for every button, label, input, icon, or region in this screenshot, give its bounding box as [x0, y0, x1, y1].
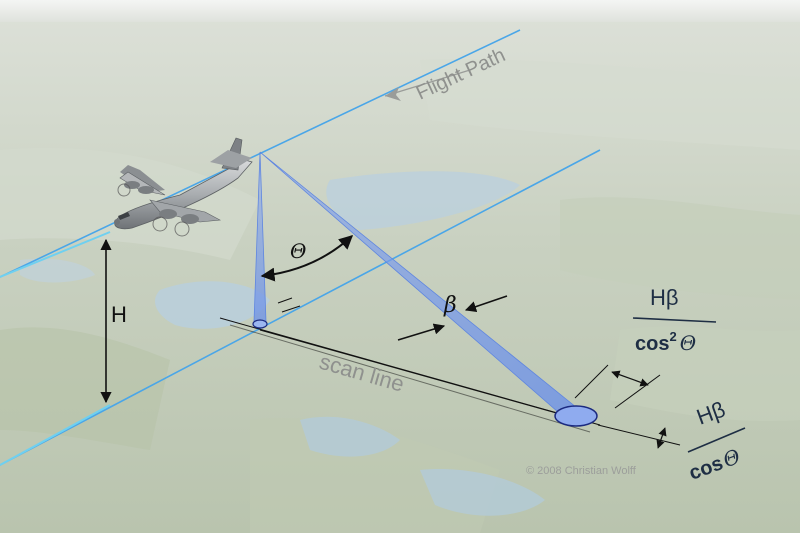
scan-angle-arc [260, 235, 354, 282]
flight-path-lines [0, 29, 601, 466]
along-track-den-var: Θ [680, 331, 696, 355]
along-track-numerator: Hβ [650, 285, 679, 310]
aircraft-icon [114, 137, 253, 237]
nadir-tick-marks [277, 297, 301, 313]
scan-line-geometry [219, 317, 601, 433]
along-track-dimension [574, 364, 661, 409]
beam-width-label: β [443, 293, 457, 318]
beam-width-arrows [397, 295, 508, 341]
nadir-footprint [252, 319, 268, 329]
across-track-fraction-bar [687, 427, 746, 453]
along-track-den-base: cos [635, 333, 669, 355]
scan-angle-label: Θ [290, 239, 306, 263]
flight-path-arrow [384, 69, 471, 101]
along-track-den-exp: 2 [669, 329, 676, 344]
copyright-label: © 2008 Christian Wolff [526, 465, 637, 477]
across-track-den-var: Θ [720, 444, 744, 472]
along-track-fraction-bar [632, 317, 717, 323]
slant-footprint [554, 405, 598, 427]
across-track-dimension [597, 424, 681, 449]
height-label: H [111, 302, 127, 327]
